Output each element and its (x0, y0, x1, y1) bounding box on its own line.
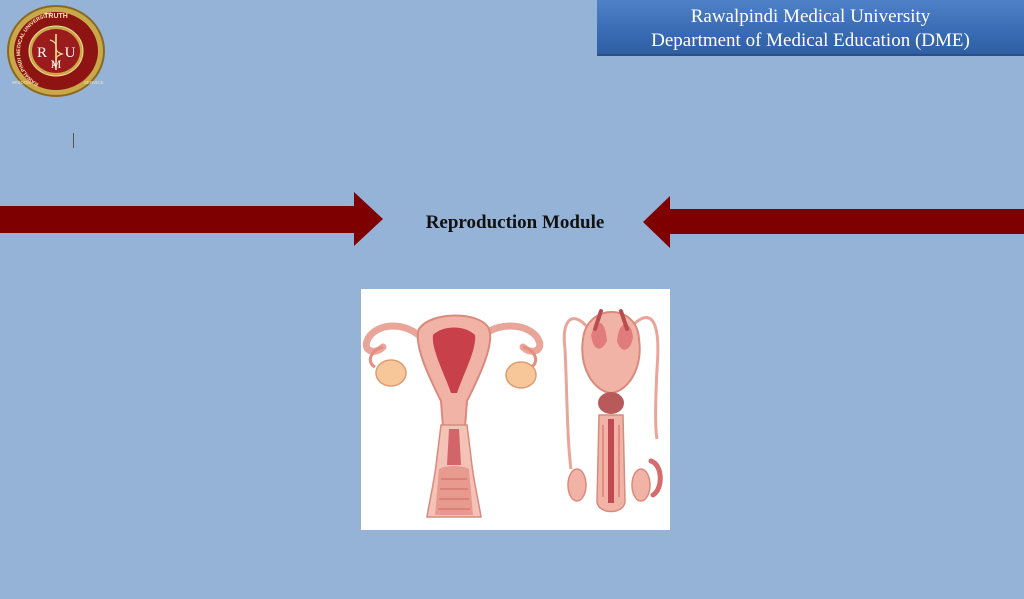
logo-monogram-u: U (65, 45, 76, 61)
logo-side-left: WISDOM (12, 80, 31, 85)
caduceus-snake-icon (49, 39, 64, 67)
male-reproductive-system-icon (562, 309, 663, 513)
text-cursor-mark (73, 133, 74, 148)
logo-monogram-r: R (37, 45, 47, 61)
arrow-left-icon (643, 196, 1024, 248)
logo-monogram-m: M (51, 57, 62, 71)
logo-top-text: TRUTH (44, 13, 68, 20)
university-name: Rawalpindi Medical University (690, 6, 931, 27)
header-banner: Rawalpindi Medical University Department… (597, 0, 1024, 56)
anatomy-illustration (361, 289, 670, 530)
logo-side-right: SERVICE (84, 80, 104, 85)
arrow-right-icon (0, 192, 383, 246)
module-title: Reproduction Module (425, 212, 605, 233)
department-name: Department of Medical Education (DME) (651, 30, 970, 51)
female-reproductive-system-icon (362, 314, 544, 518)
university-logo: TRUTH RAWALPINDI MEDICAL UNIVERSITY WISD… (7, 5, 105, 97)
